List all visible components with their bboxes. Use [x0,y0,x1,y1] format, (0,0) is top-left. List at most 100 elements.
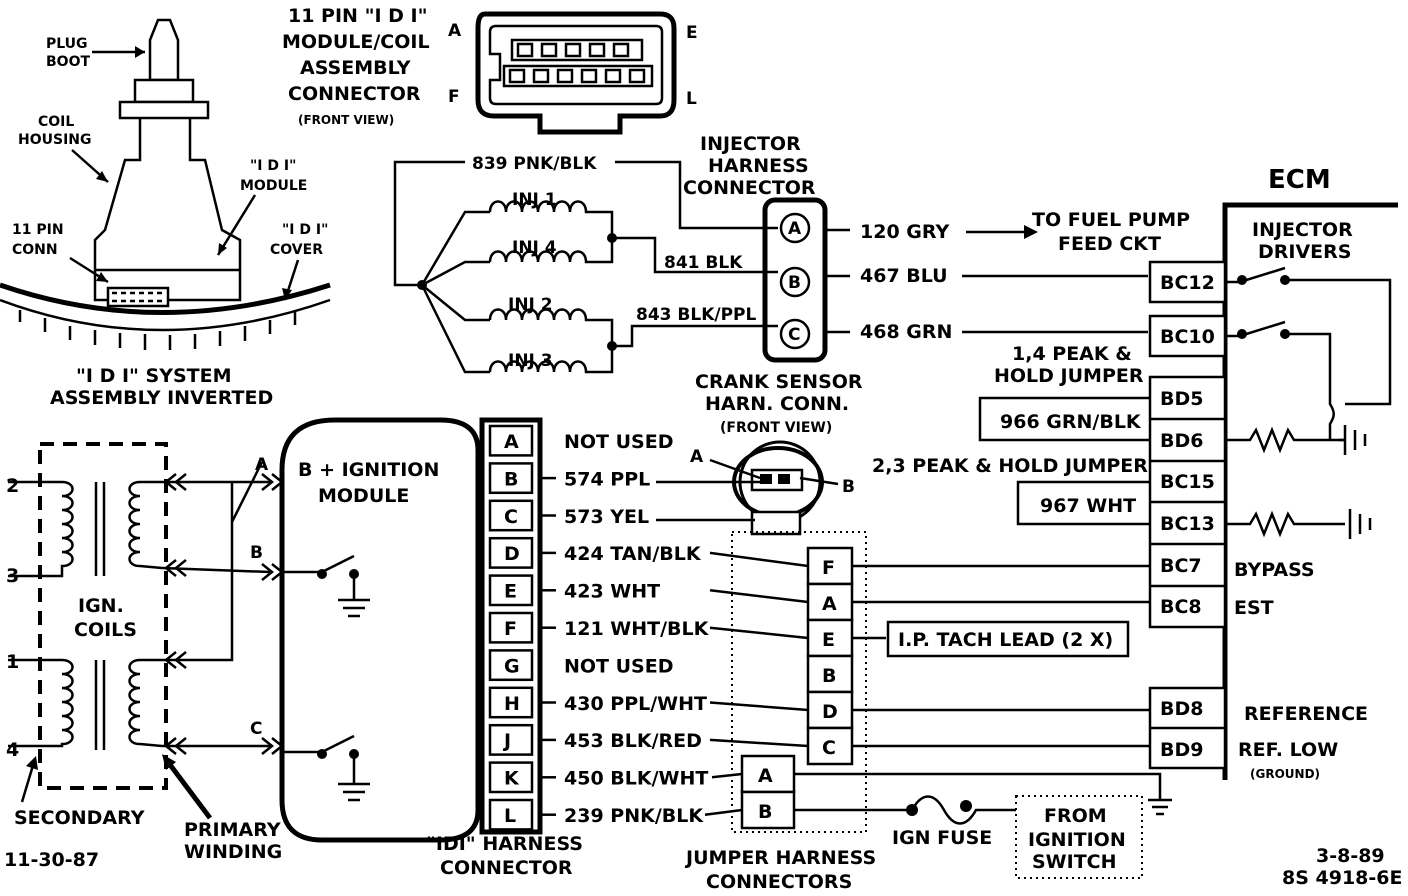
plug-boot-label: PLUG [46,36,88,52]
inj3-coil [488,346,614,374]
coil-num-1: 1 [6,651,19,673]
inj2-coil [488,308,614,346]
junction-c: C [250,719,262,739]
jumper-pin-b: B [822,665,836,687]
idi-wire-label: 423 WHT [564,581,660,603]
ref-low-label: REF. LOW [1238,739,1338,761]
injector-harness-title: CONNECTOR [683,177,816,199]
crank-pin-a: A [690,447,704,467]
ecm-block: ECM INJECTOR DRIVERS BC12 BC10 BD5 BD6 B… [872,165,1398,781]
wire-967-label: 967 WHT [1040,495,1136,517]
plug-boot-shape [148,18,180,82]
wire-841-label: 841 BLK [664,253,743,273]
harness-pin-b: B [788,273,801,293]
inj3-label: INJ 3 [508,351,553,371]
ground-icon [1338,425,1367,455]
arrow-icon [218,243,227,255]
crank-sensor-title: CRANK SENSOR [695,371,863,393]
idi-pin-box [488,462,534,495]
jumper-title: JUMPER HARNESS [684,847,876,869]
ignition-switch-box [1015,795,1143,879]
pin11-conn-label: 11 PIN [12,222,64,238]
pin-e-label: E [686,23,698,43]
jumper-pin-a: A [822,593,837,615]
inj4-coil [488,238,614,264]
idi-harness-body [479,417,543,835]
crank-sensor: CRANK SENSOR HARN. CONN. (FRONT VIEW) A … [690,371,863,536]
connector-11pin: 11 PIN "I D I" MODULE/COIL ASSEMBLY CONN… [282,5,698,135]
ign-coils-dashed-box [38,442,168,790]
coil-housing-shape [93,118,242,302]
idi-pin-box [488,798,534,831]
plug-boot-collar [133,78,195,104]
footer-date: 3-8-89 [1316,845,1385,867]
idi-wire-label: 239 PNK/BLK [564,805,704,827]
jumper-pin-box [806,690,854,730]
idi-harness-title: CONNECTOR [440,857,573,879]
footer-code: 8S 4918-6E [1282,867,1403,889]
connector11-pins [502,38,654,88]
jumper-pin-box [806,726,854,766]
plug-boot-base [118,100,210,120]
injector-harness-title: HARNESS [708,155,809,177]
arrow-icon [282,288,292,300]
connector11-title: CONNECTOR [288,83,421,105]
tach-lead-box [886,620,1130,658]
connector11-shell [475,11,677,135]
wire-839-label: 839 PNK/BLK [472,154,597,174]
from-switch-label: SWITCH [1032,851,1117,873]
jumper-dotted-box [731,531,867,833]
ground-icon [338,574,370,618]
module-title: MODULE [318,485,409,507]
ign-fuse-label: IGN FUSE [892,827,992,849]
arrow-icon [96,272,108,282]
system-caption: "I D I" SYSTEM [76,365,232,387]
ecm-wires-top: 120 GRY 467 BLU 468 GRN TO FUEL PUMP FEE… [825,209,1190,343]
cover-curve-inner [0,298,331,332]
ground-icon [338,754,370,802]
pin-f-label: F [448,87,460,107]
jumper-pin-e: E [822,629,835,651]
connector-chevrons [163,473,187,755]
junction-b: B [250,543,263,563]
idi-wire-label: 424 TAN/BLK [564,543,702,565]
coils-label: IGN. [78,595,124,617]
crank-pin-b: B [842,477,855,497]
arrow-icon [96,171,108,182]
ecm-pin-bd6: BD6 [1160,430,1203,452]
injector-harness-title: INJECTOR [700,133,801,155]
idi-wire-label: 121 WHT/BLK [564,618,710,640]
secondary-label: SECONDARY [14,807,145,829]
ecm-pin-bc12: BC12 [1160,272,1215,294]
arrow-icon [1024,225,1038,239]
injector-circuit: 839 PNK/BLK INJ 1 INJ 4 INJ 2 INJ 3 841 … [393,133,828,374]
date-left: 11-30-87 [4,849,99,871]
tach-lead-label: I.P. TACH LEAD (2 X) [898,629,1113,651]
idi-pin-box [488,574,534,607]
jumper-pin-c: C [822,737,836,759]
harness-pin-c: C [788,325,800,345]
idi-wire-label: 453 BLK/RED [564,730,702,752]
primary-label: WINDING [184,841,282,863]
arrow-icon [135,46,145,58]
idi-pin-f: F [504,618,517,640]
idi-pin-box [488,499,534,532]
ecm-pin-bc13: BC13 [1160,513,1215,535]
idi-wire-label: 430 PPL/WHT [564,693,707,715]
coils-label: COILS [74,619,137,641]
idi-pin-box [488,761,534,794]
ecm-pin-bd9: BD9 [1160,739,1203,761]
idi-harness-title: "IDI" HARNESS [426,833,583,855]
crank-sensor-title: HARN. CONN. [705,393,849,415]
ecm-pin-bd8: BD8 [1160,698,1203,720]
peak23-label: 2,3 PEAK & HOLD JUMPER [872,455,1148,477]
idi-pin-d: D [504,543,520,565]
jumper-lower-pin-b: B [758,801,772,823]
cover-ribs [18,310,297,350]
wire-966-label: 966 GRN/BLK [1000,411,1142,433]
inj2-label: INJ 2 [508,295,553,315]
coil-num-4: 4 [6,739,19,761]
wire-467-label: 467 BLU [860,265,948,287]
from-switch-label: IGNITION [1028,829,1126,851]
